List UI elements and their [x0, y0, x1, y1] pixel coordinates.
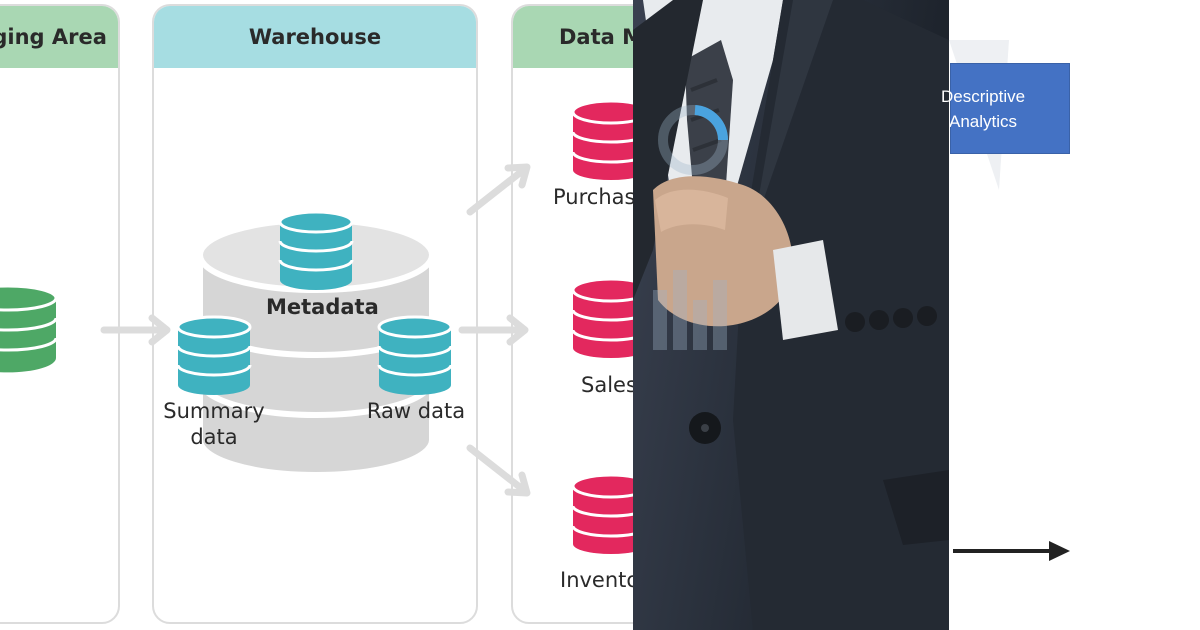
sales-database-icon — [571, 277, 633, 358]
raw-database-icon — [377, 315, 453, 395]
warehouse-title: Warehouse — [248, 25, 382, 49]
arrow-staging-to-warehouse — [100, 314, 171, 346]
summary-label-line1: Summary — [163, 399, 265, 423]
sales-label: Sales — [581, 373, 633, 397]
right-arrow-icon — [953, 541, 1070, 561]
data-marts-header: Data Marts — [513, 6, 633, 68]
flow-arrows — [100, 163, 531, 497]
architecture-diagram: Staging Area Warehouse Data Marts — [0, 4, 633, 624]
metadata-database-icon — [278, 210, 354, 290]
staging-area-title: Staging Area — [0, 25, 107, 49]
arrow-warehouse-to-sales — [458, 314, 529, 346]
inventory-label: Inventory — [560, 568, 633, 592]
staging-database-icon — [0, 284, 58, 373]
data-marts-title: Data Marts — [559, 25, 633, 49]
warehouse-header: Warehouse — [154, 6, 476, 68]
metadata-label: Metadata — [266, 295, 379, 319]
staging-area-header: Staging Area — [0, 6, 118, 68]
descriptive-analytics-box: Descriptive Analytics — [941, 63, 1070, 154]
arrow-warehouse-to-purchasing — [466, 163, 531, 216]
summary-label-line2: data — [190, 425, 238, 449]
inventory-database-icon — [571, 473, 633, 554]
arrow-warehouse-to-inventory — [466, 444, 531, 497]
summary-data-label: Summary data — [154, 398, 274, 450]
purchasing-label: Purchasing — [553, 185, 633, 209]
summary-database-icon — [176, 315, 252, 395]
descriptive-analytics-line1: Descriptive — [941, 87, 1026, 106]
purchasing-database-icon — [571, 99, 633, 180]
descriptive-analytics-line2: Analytics — [949, 112, 1018, 131]
businessman-illustration — [633, 0, 949, 630]
raw-data-label: Raw data — [366, 399, 466, 423]
businessman-photo — [633, 0, 949, 630]
diagram-graphics — [0, 99, 633, 554]
